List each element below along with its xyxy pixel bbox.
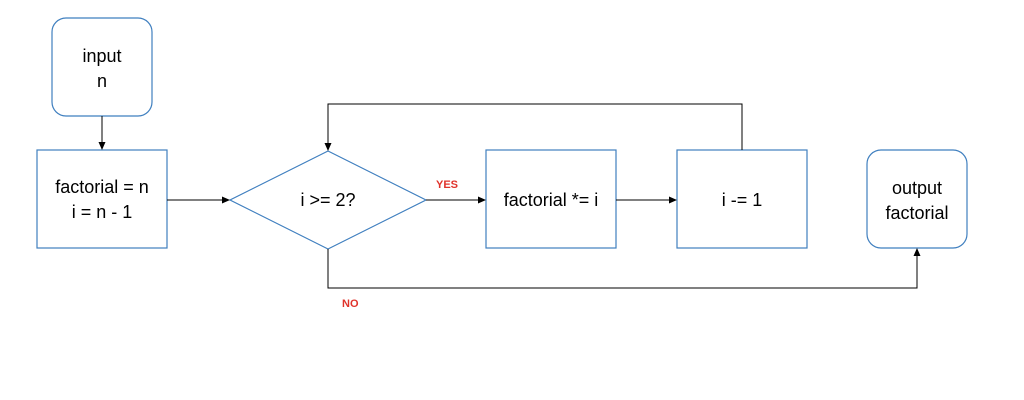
decrement-node-shape	[676, 149, 808, 249]
init-node-shape	[36, 149, 168, 249]
output-node: output factorial	[866, 149, 968, 249]
output-node-line1: output	[892, 178, 942, 198]
no-label: NO	[342, 298, 359, 310]
decision-node-text: i >= 2?	[300, 190, 355, 210]
init-node-line1: factorial = n	[55, 177, 149, 197]
input-node-line2: n	[97, 71, 107, 91]
init-node-line2: i = n - 1	[72, 202, 133, 222]
output-node-shape	[866, 149, 968, 249]
multiply-node-shape	[485, 149, 617, 249]
input-node: input n	[51, 17, 153, 117]
yes-label: YES	[436, 179, 458, 191]
input-node-line1: input	[82, 46, 121, 66]
multiply-node-text: factorial *= i	[504, 190, 599, 210]
decision-node: i >= 2?	[228, 150, 428, 250]
input-node-shape	[51, 17, 153, 117]
decrement-node: i -= 1	[676, 149, 808, 249]
multiply-node: factorial *= i	[485, 149, 617, 249]
arrow-decrement-loop-back	[324, 103, 743, 151]
decrement-node-text: i -= 1	[722, 190, 763, 210]
output-node-line2: factorial	[885, 203, 948, 223]
init-node: factorial = n i = n - 1	[36, 149, 168, 249]
arrow-decision-to-output	[327, 248, 921, 289]
